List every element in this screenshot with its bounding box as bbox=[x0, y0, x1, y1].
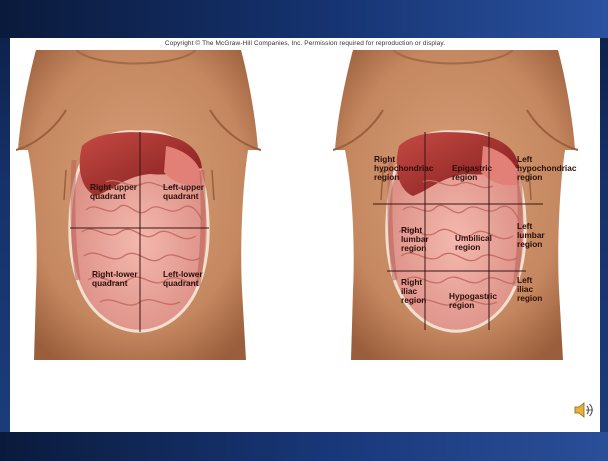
label-left-upper-quadrant: Left-upper quadrant bbox=[163, 183, 204, 201]
label-umbilical-region: Umbilical region bbox=[455, 234, 492, 252]
label-left-hypochondriac-region: Left hypochondriac region bbox=[517, 155, 576, 181]
label-right-hypochondriac-region: Right hypochondriac region bbox=[374, 155, 433, 181]
label-left-lumbar-region: Left lumbar region bbox=[517, 222, 545, 248]
label-right-lumbar-region: Right lumbar region bbox=[401, 226, 429, 252]
slide-top-band bbox=[0, 0, 608, 38]
label-right-lower-quadrant: Right-lower quadrant bbox=[92, 270, 138, 288]
label-left-lower-quadrant: Left-lower quadrant bbox=[163, 270, 203, 288]
label-epigastric-region: Epigastric region bbox=[452, 164, 492, 182]
slide-bottom-band bbox=[0, 432, 608, 461]
label-right-iliac-region: Right iliac region bbox=[401, 278, 426, 304]
label-right-upper-quadrant: Right-upper quadrant bbox=[90, 183, 137, 201]
torso-regions-illustration bbox=[333, 50, 578, 360]
quadrants-figure: Right-upper quadrant Left-upper quadrant… bbox=[16, 50, 261, 360]
speaker-icon[interactable] bbox=[573, 400, 595, 420]
copyright-notice: Copyright © The McGraw-Hill Companies, I… bbox=[10, 40, 600, 47]
torso-quadrants-illustration bbox=[16, 50, 261, 360]
slide-canvas: Copyright © The McGraw-Hill Companies, I… bbox=[10, 38, 600, 432]
label-left-iliac-region: Left iliac region bbox=[517, 276, 542, 302]
regions-figure: Right hypochondriac region Epigastric re… bbox=[333, 50, 578, 360]
label-hypogastric-region: Hypogastric region bbox=[449, 292, 497, 310]
